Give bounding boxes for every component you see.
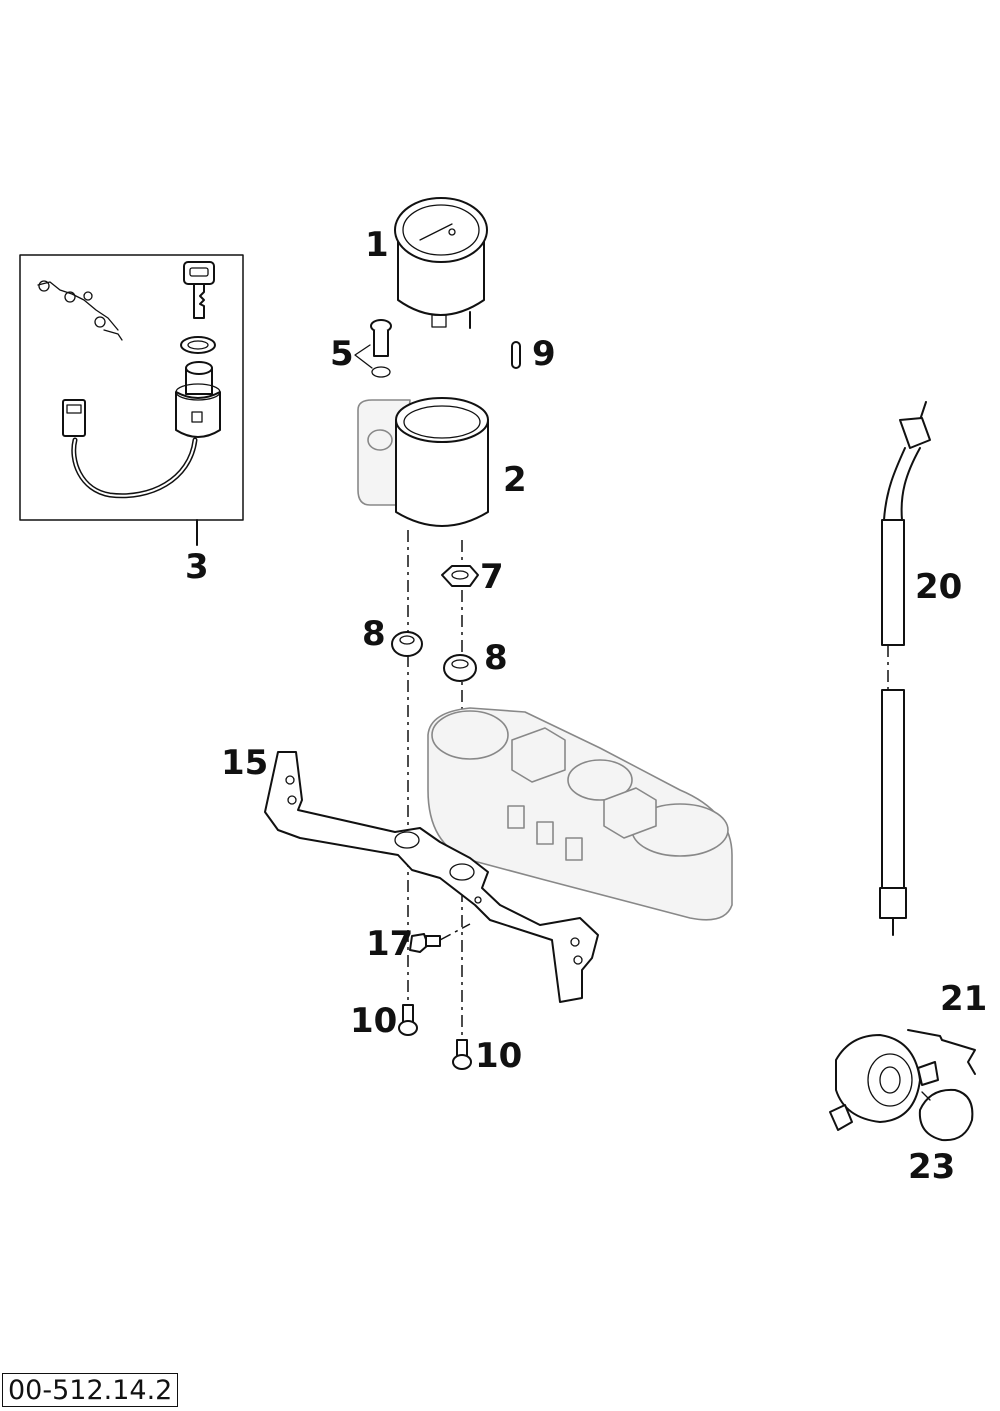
indicator-bulb [511, 341, 521, 369]
speedometer-cable [879, 401, 931, 936]
callout-part-9: 9 [532, 334, 556, 374]
ignition-switch-kit [19, 254, 244, 546]
callout-part-21: 21 [940, 979, 988, 1019]
callout-part-23: 23 [908, 1147, 956, 1187]
callout-part-17: 17 [366, 924, 414, 964]
instrument-housing [357, 397, 489, 527]
screw-right [452, 1039, 472, 1070]
retaining-clip [918, 1088, 974, 1142]
callout-part-15: 15 [221, 743, 269, 783]
hex-nut [441, 565, 479, 587]
drawing-number-label: 00-512.14.2 [2, 1373, 179, 1407]
screw-left [398, 1004, 418, 1036]
callout-part-1: 1 [365, 225, 389, 265]
callout-part-20: 20 [915, 567, 963, 607]
callout-part-10-right: 10 [475, 1036, 523, 1076]
callout-part-10-left: 10 [350, 1001, 398, 1041]
speedometer [394, 197, 488, 329]
rubber-grommet-right [443, 654, 477, 682]
callout-part-2: 2 [503, 460, 527, 500]
callout-part-8-left: 8 [362, 614, 386, 654]
rubber-grommet-left [391, 631, 423, 657]
triple-clamp [427, 707, 733, 921]
pin-with-oring [354, 319, 392, 378]
callout-part-7: 7 [480, 557, 504, 597]
callout-part-3: 3 [185, 547, 209, 587]
callout-part-5: 5 [330, 334, 354, 374]
flange-bolt [409, 923, 471, 953]
speedometer-drive [829, 1029, 976, 1131]
instrument-bracket [264, 751, 599, 1003]
callout-part-8-right: 8 [484, 638, 508, 678]
